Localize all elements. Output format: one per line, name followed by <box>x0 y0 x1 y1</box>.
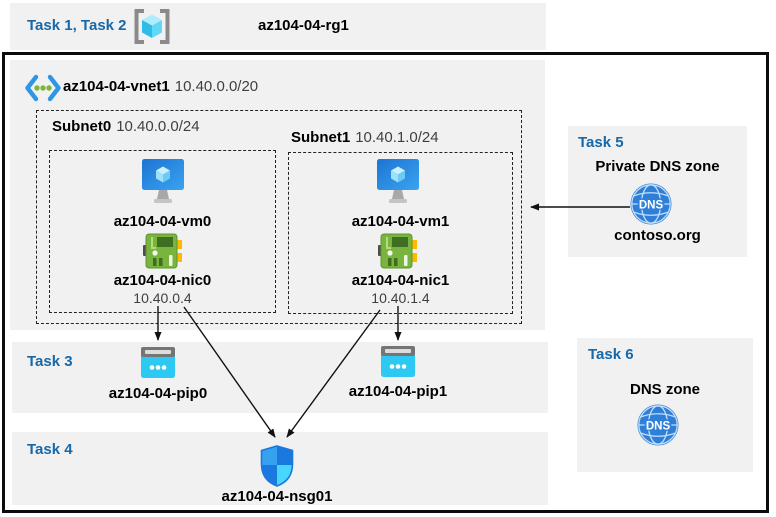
pip0-label: az104-04-pip0 <box>108 385 208 402</box>
task5-label: Task 5 <box>578 134 624 151</box>
task4-panel: Task 4 az104-04-nsg01 <box>12 432 548 505</box>
subnets-container-box <box>36 110 522 324</box>
task5-panel: Task 5 Private DNS zone DNS contoso.org <box>568 126 747 257</box>
dns-zone-title: DNS zone <box>629 381 700 398</box>
nic0-icon <box>143 233 182 269</box>
pip1-label: az104-04-pip1 <box>348 383 448 400</box>
task6-panel: Task 6 DNS zone DNS <box>577 338 753 472</box>
resource-group-icon <box>134 9 170 44</box>
nic1-ip: 10.40.1.4 <box>371 290 430 306</box>
private-dns-icon-text: DNS <box>639 200 664 212</box>
nsg-shield-icon <box>260 445 294 487</box>
vnet-cidr: 10.40.0.0/20 <box>174 78 259 95</box>
vm0-icon <box>142 159 184 203</box>
subnet0-title: Subnet0 10.40.0.0/24 <box>52 118 200 135</box>
nic0-label: az104-04-nic0 <box>113 272 212 289</box>
vm1-icon <box>377 159 419 203</box>
pip1-icon <box>381 346 415 377</box>
resource-group-name: az104-04-rg1 <box>258 17 349 34</box>
subnet0-box <box>49 150 276 313</box>
subnet1-name: Subnet1 <box>291 129 351 146</box>
task3-panel: Task 3 az104-04-pip0 az104-04-pip1 <box>12 342 548 413</box>
subnet1-box <box>288 152 513 314</box>
task4-label: Task 4 <box>27 441 73 458</box>
private-dns-zone-title: Private DNS zone <box>595 158 720 175</box>
dns-zone-globe-icon: DNS <box>637 404 679 446</box>
outer-border <box>2 52 769 513</box>
tasks-1-2-panel: Task 1, Task 2 az104-04-rg1 <box>10 3 546 50</box>
subnet0-cidr: 10.40.0.0/24 <box>116 118 200 135</box>
private-dns-globe-icon: DNS <box>630 183 672 225</box>
tasks-1-2-label: Task 1, Task 2 <box>27 17 127 34</box>
vnet-panel: az104-04-vnet1 10.40.0.0/20 Subnet0 10.4… <box>10 60 545 330</box>
vnet-icon <box>25 74 61 102</box>
task3-label: Task 3 <box>27 353 73 370</box>
dns-zone-icon-text: DNS <box>646 421 671 433</box>
subnet1-title: Subnet1 10.40.1.0/24 <box>291 129 439 146</box>
vm0-label: az104-04-vm0 <box>113 213 212 230</box>
private-dns-zone-name: contoso.org <box>614 227 701 244</box>
task6-label: Task 6 <box>588 346 634 363</box>
vm1-label: az104-04-vm1 <box>351 213 450 230</box>
pip0-icon <box>141 347 175 378</box>
nic1-label: az104-04-nic1 <box>351 272 450 289</box>
nic0-ip: 10.40.0.4 <box>133 290 192 306</box>
vnet-title: az104-04-vnet1 10.40.0.0/20 <box>63 78 258 95</box>
subnet1-cidr: 10.40.1.0/24 <box>355 129 439 146</box>
subnet0-name: Subnet0 <box>52 118 112 135</box>
nic1-icon <box>378 233 417 269</box>
nsg-label: az104-04-nsg01 <box>221 488 333 505</box>
vnet-name: az104-04-vnet1 <box>63 78 170 95</box>
